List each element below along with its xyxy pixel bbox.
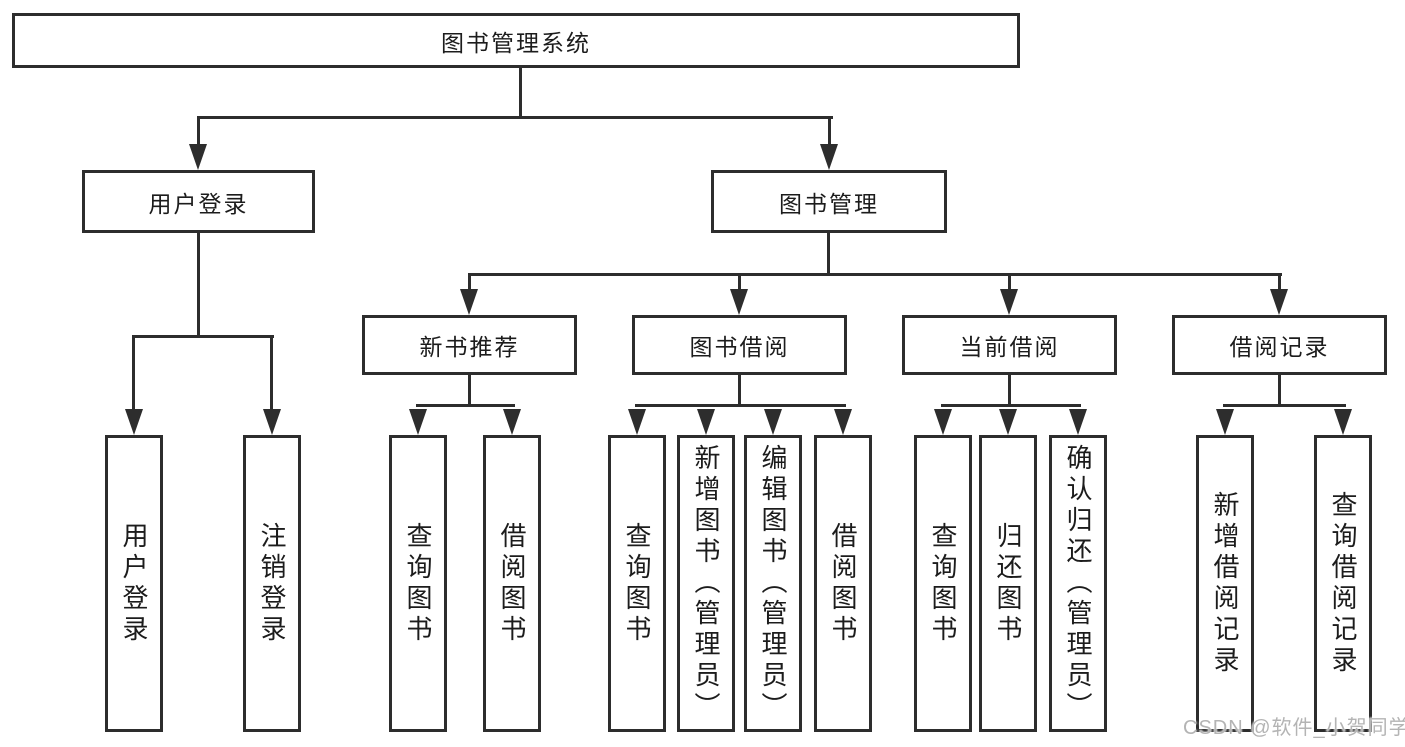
leaf-add-borrow-record: 新增借阅记录: [1196, 435, 1254, 732]
node-current-borrow-label: 当前借阅: [959, 334, 1060, 360]
arrowhead-down-icon: [263, 409, 281, 435]
arrowhead-down-icon: [934, 409, 952, 435]
node-book-manage-branch-label: 图书管理: [779, 190, 879, 217]
leaf-return-book-label: 归还图书: [993, 521, 1023, 646]
arrowhead-down-icon: [1216, 409, 1234, 435]
csdn-watermark: CSDN @软件_小贺同学: [1183, 717, 1405, 739]
node-book-borrow-label: 图书借阅: [689, 334, 790, 360]
connector-root-drop-right: [828, 116, 831, 148]
node-user-login-branch-label: 用户登录: [148, 190, 249, 217]
node-borrow-record: 借阅记录: [1172, 315, 1387, 375]
leaf-user-login: 用户登录: [105, 435, 163, 732]
leaf-query-book-3: 查询图书: [914, 435, 972, 732]
node-new-book-recommend-label: 新书推荐: [419, 334, 520, 360]
leaf-return-book: 归还图书: [979, 435, 1037, 732]
node-book-manage-branch: 图书管理: [711, 170, 947, 233]
node-user-login-branch: 用户登录: [82, 170, 315, 233]
arrowhead-down-icon: [820, 144, 838, 170]
arrowhead-down-icon: [628, 409, 646, 435]
leaf-confirm-return-admin: 确认归还（管理员）: [1049, 435, 1107, 732]
arrowhead-down-icon: [730, 289, 748, 315]
arrowhead-down-icon: [125, 409, 143, 435]
arrowhead-down-icon: [834, 409, 852, 435]
connector-manage-drop-2: [738, 273, 741, 293]
arrowhead-down-icon: [697, 409, 715, 435]
node-new-book-recommend: 新书推荐: [362, 315, 577, 375]
connector-g1-stem: [468, 373, 471, 407]
connector-manage-drop-3: [1008, 273, 1011, 293]
leaf-add-book-admin-label: 新增图书（管理员）: [691, 444, 721, 723]
arrowhead-down-icon: [503, 409, 521, 435]
connector-g3-stem: [1008, 373, 1011, 407]
connector-g2-stem: [738, 373, 741, 407]
arrowhead-down-icon: [189, 144, 207, 170]
node-current-borrow: 当前借阅: [902, 315, 1117, 375]
leaf-query-book-3-label: 查询图书: [928, 521, 958, 646]
leaf-user-login-label: 用户登录: [119, 521, 149, 646]
connector-manage-drop-4: [1278, 273, 1281, 293]
connector-g2-crossbar: [635, 404, 846, 407]
connector-root-stem: [519, 66, 522, 119]
leaf-add-book-admin: 新增图书（管理员）: [677, 435, 735, 732]
leaf-borrow-book-2-label: 借阅图书: [828, 521, 858, 646]
node-book-borrow: 图书借阅: [632, 315, 847, 375]
connector-manage-crossbar: [468, 273, 1282, 276]
node-system-root-label: 图书管理系统: [441, 29, 591, 56]
arrowhead-down-icon: [999, 409, 1017, 435]
arrowhead-down-icon: [1270, 289, 1288, 315]
leaf-borrow-book-2: 借阅图书: [814, 435, 872, 732]
arrowhead-down-icon: [764, 409, 782, 435]
connector-g1-crossbar: [416, 404, 515, 407]
leaf-logout-label: 注销登录: [257, 521, 287, 646]
connector-root-crossbar: [197, 116, 833, 119]
node-system-root: 图书管理系统: [12, 13, 1020, 68]
leaf-query-book-1: 查询图书: [389, 435, 447, 732]
arrowhead-down-icon: [409, 409, 427, 435]
connector-manage-stem: [827, 231, 830, 276]
leaf-query-borrow-record-label: 查询借阅记录: [1328, 490, 1358, 677]
leaf-borrow-book-1: 借阅图书: [483, 435, 541, 732]
connector-g3-crossbar: [941, 404, 1081, 407]
connector-g4-crossbar: [1223, 404, 1346, 407]
connector-login-drop-1: [132, 335, 135, 412]
leaf-add-borrow-record-label: 新增借阅记录: [1210, 490, 1240, 677]
connector-login-drop-2: [270, 335, 273, 412]
connector-g4-stem: [1278, 373, 1281, 407]
leaf-query-book-2-label: 查询图书: [622, 521, 652, 646]
arrowhead-down-icon: [1069, 409, 1087, 435]
connector-login-stem: [197, 231, 200, 338]
connector-manage-drop-1: [468, 273, 471, 293]
node-borrow-record-label: 借阅记录: [1229, 334, 1330, 360]
connector-login-crossbar: [132, 335, 274, 338]
leaf-logout: 注销登录: [243, 435, 301, 732]
leaf-edit-book-admin: 编辑图书（管理员）: [744, 435, 802, 732]
leaf-confirm-return-admin-label: 确认归还（管理员）: [1063, 444, 1093, 723]
arrowhead-down-icon: [1000, 289, 1018, 315]
leaf-query-book-2: 查询图书: [608, 435, 666, 732]
arrowhead-down-icon: [460, 289, 478, 315]
leaf-query-book-1-label: 查询图书: [403, 521, 433, 646]
leaf-borrow-book-1-label: 借阅图书: [497, 521, 527, 646]
connector-root-drop-left: [197, 116, 200, 148]
arrowhead-down-icon: [1334, 409, 1352, 435]
leaf-edit-book-admin-label: 编辑图书（管理员）: [758, 444, 788, 723]
leaf-query-borrow-record: 查询借阅记录: [1314, 435, 1372, 732]
